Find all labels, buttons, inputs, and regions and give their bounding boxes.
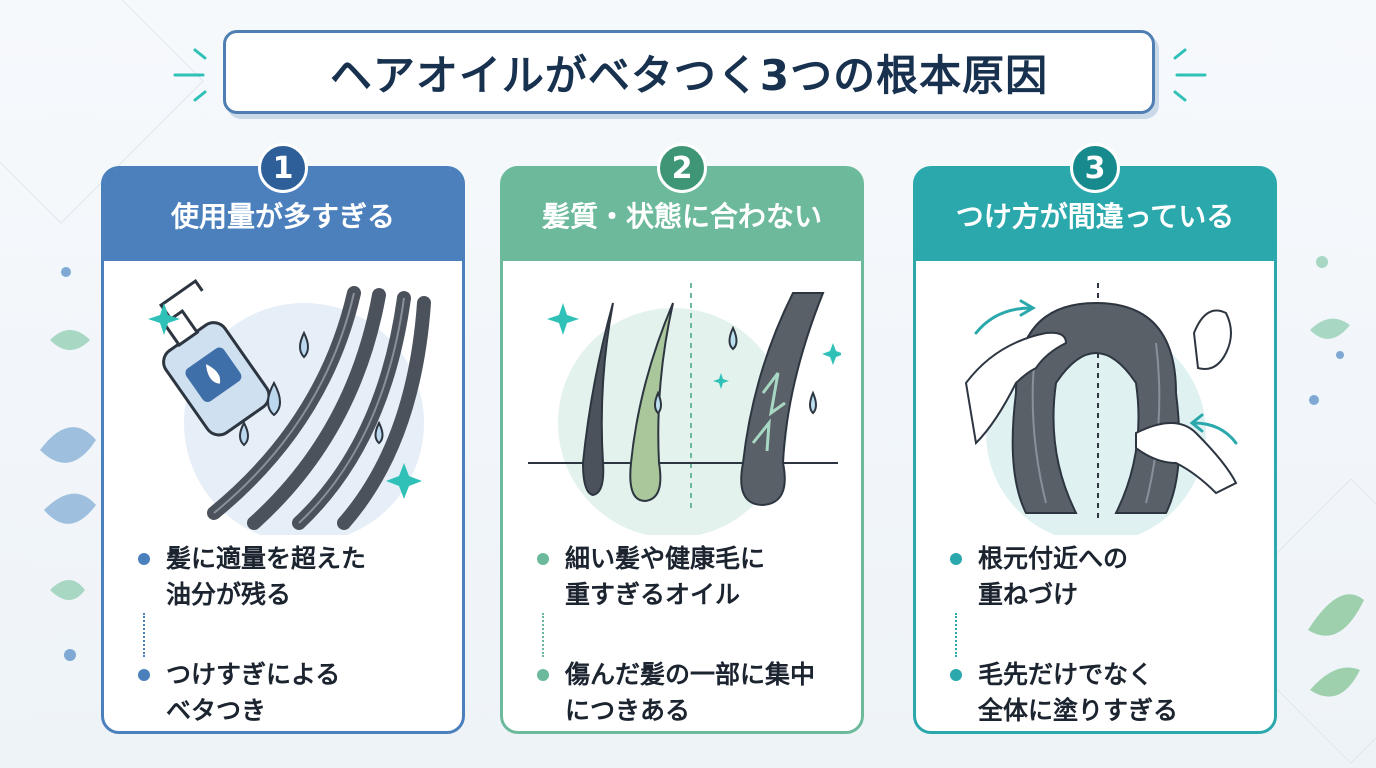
- cause-points: 根元付近への 重ねづけ 毛先だけでなく 全体に塗りすぎる: [950, 541, 1250, 729]
- list-item: 傷んだ髪の一部に集中 につきある: [537, 657, 837, 729]
- card-header: 髪質・状態に合わない: [503, 169, 861, 261]
- leaves-right-decoration: [1308, 256, 1364, 697]
- bullet-icon: [138, 553, 150, 565]
- dotted-divider: [955, 613, 1250, 657]
- sparkle-lines-left-icon: [173, 48, 207, 102]
- bullet-icon: [537, 553, 549, 565]
- list-item: 根元付近への 重ねづけ: [950, 541, 1250, 613]
- sparkle-lines-right-icon: [1173, 48, 1207, 102]
- oil-bottle-hair-illustration: [148, 278, 431, 535]
- list-item: 髪に適量を超えた 油分が残る: [138, 541, 438, 613]
- cause-card-1: 使用量が多すぎる 1 髪に適量を超えた 油分が残る: [101, 143, 465, 734]
- dotted-divider: [542, 613, 837, 657]
- list-item: 細い髪や健康毛に 重すぎるオイル: [537, 541, 837, 613]
- bullet-icon: [950, 669, 962, 681]
- leaves-left-decoration: [40, 267, 96, 661]
- hand-icon: [964, 309, 1238, 495]
- cause-points: 細い髪や健康毛に 重すぎるオイル 傷んだ髪の一部に集中 につきある: [537, 541, 837, 729]
- title-banner: ヘアオイルがベタつく3つの根本原因: [223, 30, 1155, 114]
- bullet-icon: [950, 553, 962, 565]
- card-number-badge: 3: [1070, 143, 1120, 193]
- hair-application-illustration: [964, 283, 1238, 535]
- hair-strand-comparison-illustration: [528, 283, 841, 535]
- list-item: つけすぎによる ベタつき: [138, 657, 438, 729]
- cause-card-3: つけ方が間違っている 3 根元付近への 重ねづけ 毛先だけでなく 全体: [913, 143, 1277, 734]
- page-title: ヘアオイルがベタつく3つの根本原因: [329, 50, 1049, 100]
- bullet-icon: [138, 669, 150, 681]
- cause-card-2: 髪質・状態に合わない 2 細い髪や健康毛に 重すぎるオイル 傷んだ髪の一部に集中…: [500, 143, 864, 734]
- card-number-badge: 1: [258, 143, 308, 193]
- list-item: 毛先だけでなく 全体に塗りすぎる: [950, 657, 1250, 729]
- dotted-divider: [143, 613, 438, 657]
- card-number-badge: 2: [657, 143, 707, 193]
- cause-points: 髪に適量を超えた 油分が残る つけすぎによる ベタつき: [138, 541, 438, 729]
- bullet-icon: [537, 669, 549, 681]
